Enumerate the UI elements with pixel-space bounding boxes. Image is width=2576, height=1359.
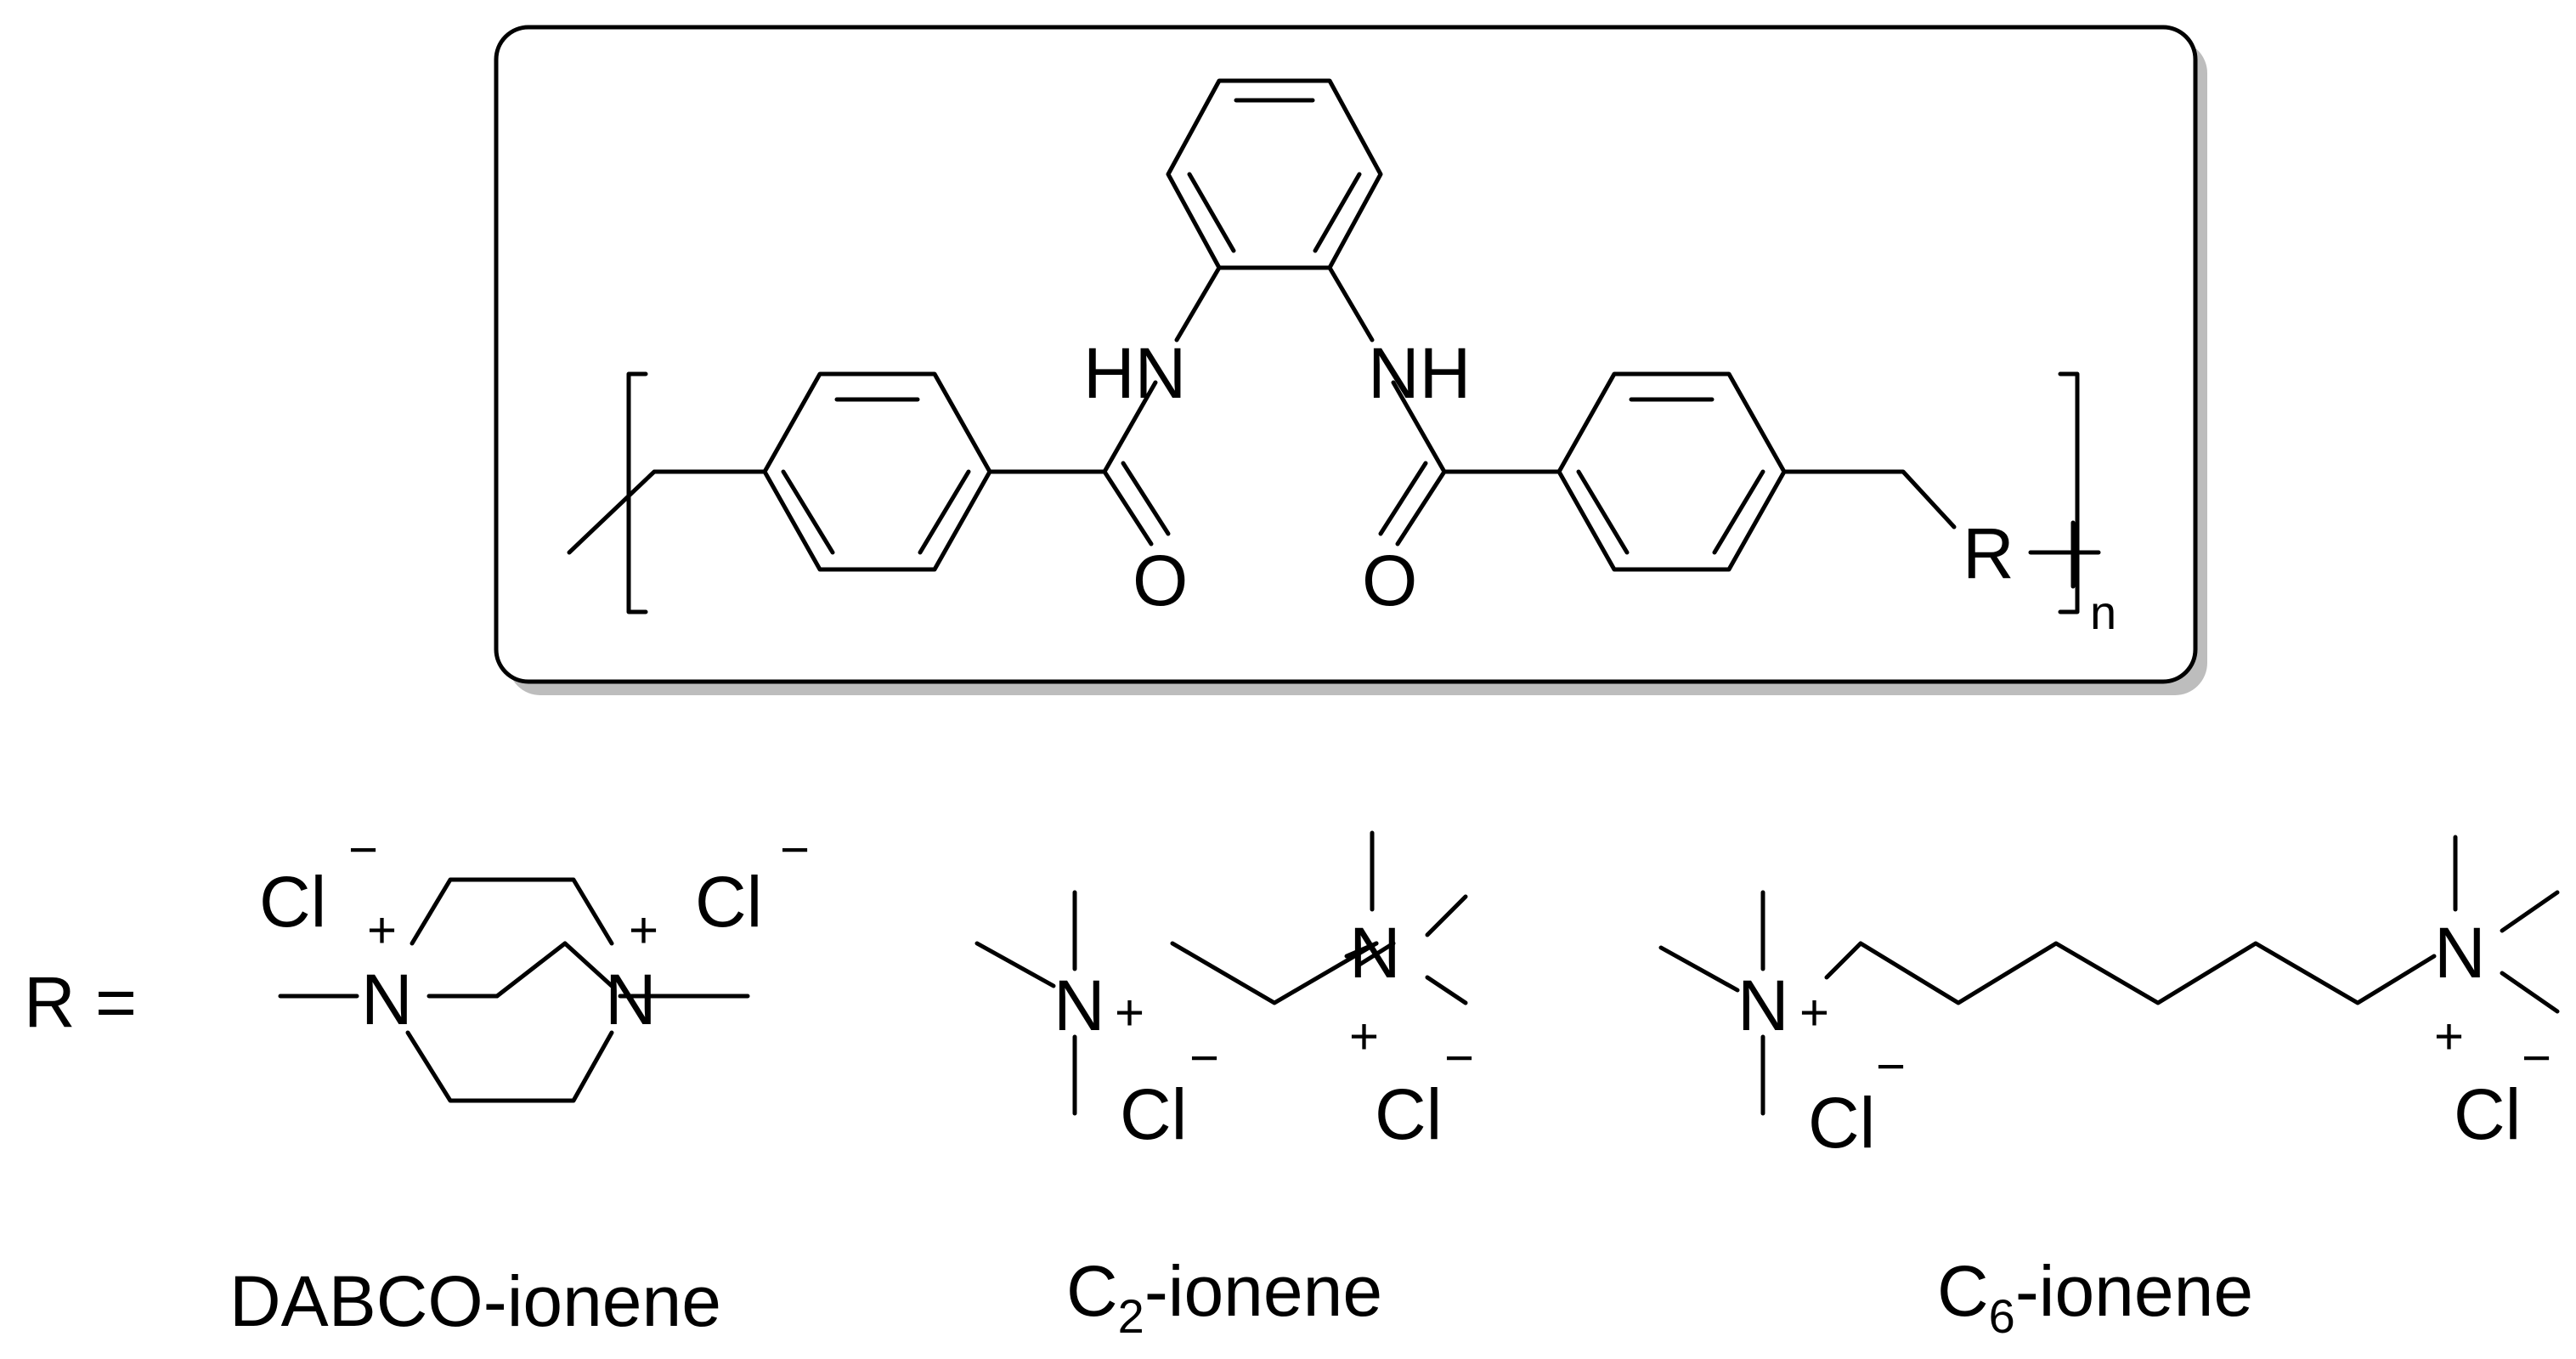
c6-n-right: N	[2434, 913, 2486, 993]
caption-c6-subscript: 6	[1989, 1289, 2015, 1343]
caption-c6-prefix: C	[1937, 1251, 1989, 1331]
box-frame	[494, 25, 2198, 684]
dabco-minus-right: −	[780, 821, 810, 878]
caption-c6-suffix: -ionene	[2015, 1251, 2253, 1331]
dabco-n-left: N	[361, 960, 413, 1039]
r-equals-label: R =	[24, 962, 137, 1042]
c2-minus-right: −	[1444, 1029, 1474, 1086]
c2-structure: N + N + Cl − Cl −	[974, 830, 1474, 1154]
c6-minus-left: −	[1876, 1038, 1906, 1095]
c6-structure: N + N + Cl − Cl −	[1658, 835, 2560, 1163]
c2-plus-right: +	[1349, 1008, 1379, 1065]
nh-left-label: HN	[1083, 333, 1186, 413]
caption-c6-ionene: C6-ionene	[1937, 1251, 2253, 1343]
carbonyl-o-right: O	[1362, 541, 1417, 620]
caption-c2-prefix: C	[1066, 1251, 1118, 1331]
dabco-n-right: N	[605, 960, 657, 1039]
repeat-subscript: n	[2090, 586, 2116, 639]
polymer-box	[494, 25, 2207, 695]
caption-dabco-prefix: DABCO-ionene	[229, 1261, 721, 1341]
caption-dabco-ionene: DABCO-ionene	[229, 1261, 721, 1341]
dabco-plus-left: +	[367, 902, 397, 959]
dabco-cl-left: Cl	[259, 862, 326, 942]
c6-plus-right: +	[2434, 1008, 2464, 1065]
polymer-labels: HN NH O O R n	[1083, 333, 2116, 639]
caption-c2-suffix: -ionene	[1144, 1251, 1382, 1331]
polymer-bonds	[567, 78, 2101, 614]
c6-minus-right: −	[2522, 1029, 2551, 1086]
c6-cl-left: Cl	[1808, 1083, 1875, 1163]
c6-cl-right: Cl	[2454, 1074, 2521, 1154]
dabco-plus-right: +	[629, 902, 658, 959]
c2-cl-left: Cl	[1120, 1074, 1187, 1154]
caption-c2-subscript: 2	[1118, 1289, 1144, 1343]
c2-plus-left: +	[1115, 984, 1144, 1041]
c2-minus-left: −	[1189, 1029, 1219, 1086]
c6-n-left: N	[1737, 965, 1789, 1045]
nh-right-label: NH	[1368, 333, 1471, 413]
dabco-structure: N N + + Cl − Cl −	[259, 821, 810, 1103]
dabco-cl-right: Cl	[695, 862, 762, 942]
c2-cl-right: Cl	[1375, 1074, 1442, 1154]
caption-c2-ionene: C2-ionene	[1066, 1251, 1382, 1343]
dabco-minus-left: −	[348, 821, 378, 878]
c6-plus-left: +	[1799, 984, 1829, 1041]
c2-n-right: N	[1349, 913, 1401, 993]
carbonyl-o-left: O	[1133, 541, 1188, 620]
r-group-label: R	[1963, 513, 2014, 593]
c2-n-left: N	[1054, 965, 1105, 1045]
